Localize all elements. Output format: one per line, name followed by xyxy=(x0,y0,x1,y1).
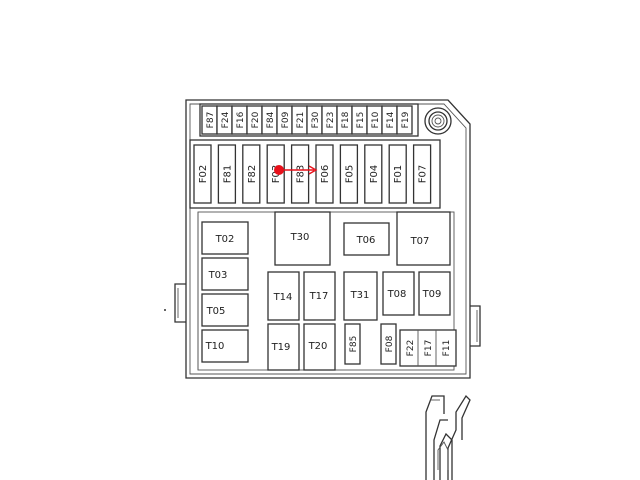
relay-t05: T05 xyxy=(201,293,249,327)
fuse-f23: F23 xyxy=(321,105,338,135)
fuse-f15-label: F15 xyxy=(356,112,366,129)
relay-t02: T02 xyxy=(201,221,249,255)
relay-t09: T09 xyxy=(418,271,451,316)
relay-t06-label: T06 xyxy=(356,235,376,246)
fuse-f24-label: F24 xyxy=(221,111,231,128)
relay-t30-label: T30 xyxy=(290,232,310,243)
fuse-f04: F04 xyxy=(364,144,383,204)
left-mounting-tab xyxy=(174,283,186,323)
fuse-f01: F01 xyxy=(388,144,407,204)
relay-t14-label: T14 xyxy=(273,292,293,303)
fuse-f82: F82 xyxy=(242,144,261,204)
fuse-f08: F08 xyxy=(380,323,397,365)
fuse-f87-label: F87 xyxy=(206,112,216,129)
relay-t19: T19 xyxy=(267,323,300,371)
fuse-f16-label: F16 xyxy=(236,111,246,128)
relay-t03-label: T03 xyxy=(208,270,228,281)
relay-t20: T20 xyxy=(303,323,336,371)
fuse-f11-label: F11 xyxy=(442,340,452,357)
fuse-f85-label: F85 xyxy=(349,336,359,353)
relay-t05-label: T05 xyxy=(206,306,226,317)
fuse-f14: F14 xyxy=(381,105,398,135)
fuse-f06: F06 xyxy=(315,144,334,204)
relay-t09-label: T09 xyxy=(422,289,442,300)
location-marker-dot xyxy=(274,165,284,175)
fuse-f18: F18 xyxy=(336,105,353,135)
relay-t10: T10 xyxy=(201,329,249,363)
top-fuse-strip xyxy=(199,103,419,137)
relay-t31-label: T31 xyxy=(350,290,370,301)
fuse-f17-label: F17 xyxy=(424,340,434,357)
relay-t02-label: T02 xyxy=(215,234,235,245)
fuse-f09: F09 xyxy=(276,105,293,135)
middle-fuse-strip xyxy=(189,139,441,209)
fuse-f10: F10 xyxy=(366,105,383,135)
right-mounting-tab xyxy=(470,305,481,347)
fuse-f05: F05 xyxy=(339,144,359,204)
fuse-f22-label: F22 xyxy=(406,340,416,357)
relay-t31: T31 xyxy=(343,271,378,321)
relay-t07-label: T07 xyxy=(410,236,430,247)
fuse-f16: F16 xyxy=(231,105,248,135)
fuse-f81: F81 xyxy=(217,144,237,204)
fuse-f30: F30 xyxy=(306,105,323,135)
fuse-f05-label: F05 xyxy=(344,165,355,183)
top-fuse-row: F87 F24 F16 F20 F84 F09 F21 F30 F23 F18 F15 F10 F14 F… xyxy=(201,105,413,135)
relay-t08: T08 xyxy=(382,271,415,316)
middle-fuse-row: F02F81F82F03F83F06F05F04F01F07 xyxy=(193,144,432,204)
fuse-f83: F83 xyxy=(290,144,310,204)
relay-t03: T03 xyxy=(201,257,249,291)
relay-t20-label: T20 xyxy=(308,341,328,352)
relay-t07: T07 xyxy=(396,211,451,266)
mounting-screw-icon xyxy=(424,107,452,135)
fuse-f20-label: F20 xyxy=(251,111,261,128)
fuse-f18-label: F18 xyxy=(341,111,351,128)
relay-t10-label: T10 xyxy=(205,341,225,352)
fuse-f06-label: F06 xyxy=(320,165,331,183)
fuse-f21: F21 xyxy=(291,105,308,135)
fuse-f84-label: F84 xyxy=(266,111,276,128)
fuse-f30-label: F30 xyxy=(311,111,321,128)
relay-t30: T30 xyxy=(274,211,331,266)
relay-t08-label: T08 xyxy=(387,289,407,300)
fuse-f09-label: F09 xyxy=(281,111,291,128)
fuse-f84: F84 xyxy=(261,105,278,135)
fuse-f04-label: F04 xyxy=(369,165,380,183)
relay-t17-label: T17 xyxy=(309,291,329,302)
fuse-f02: F02 xyxy=(193,144,212,204)
relay-t19-label: T19 xyxy=(271,342,291,353)
relay-t06: T06 xyxy=(343,222,390,256)
fuse-f19: F19 xyxy=(396,105,413,135)
fuse-f10-label: F10 xyxy=(371,111,381,128)
location-marker-arrowhead xyxy=(308,165,318,175)
fuse-f23-label: F23 xyxy=(326,112,336,129)
fuse-f01-label: F01 xyxy=(393,165,404,183)
fuse-f82-label: F82 xyxy=(247,165,258,183)
small-fuse-block: F22 F17 F11 xyxy=(399,329,457,367)
fuse-f08-label: F08 xyxy=(385,335,395,352)
fuse-f19-label: F19 xyxy=(401,111,411,128)
fuse-f20: F20 xyxy=(246,105,263,135)
fuse-f15: F15 xyxy=(351,105,368,135)
fuse-f07: F07 xyxy=(412,144,432,204)
fuse-f02-label: F02 xyxy=(198,165,209,183)
fuse-f85: F85 xyxy=(344,323,361,365)
relay-t17: T17 xyxy=(303,271,336,321)
fuse-f24: F24 xyxy=(216,105,233,135)
fuse-f07-label: F07 xyxy=(418,165,429,183)
fuse-puller-icon xyxy=(425,394,471,480)
fuse-f83-label: F83 xyxy=(296,165,307,183)
fuse-f21-label: F21 xyxy=(296,112,306,129)
fuse-f14-label: F14 xyxy=(386,111,396,128)
fuse-f81-label: F81 xyxy=(222,165,233,183)
fuse-box-housing xyxy=(185,99,471,379)
location-marker xyxy=(274,165,318,175)
relay-t14: T14 xyxy=(267,271,300,321)
fuse-f87: F87 xyxy=(201,105,218,135)
